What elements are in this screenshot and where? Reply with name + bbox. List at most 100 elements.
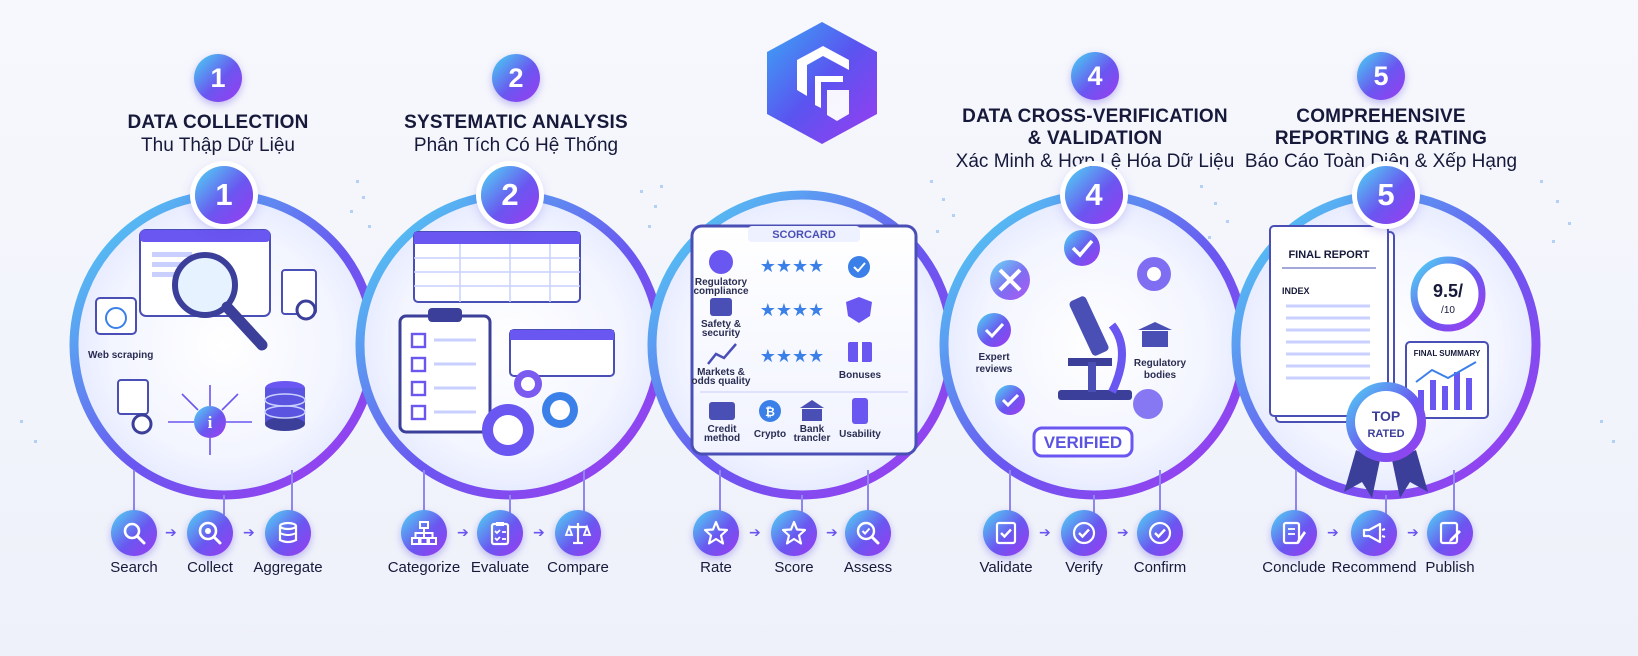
info-hub-icon	[194, 406, 226, 438]
ring-2-badge: 2	[481, 166, 539, 224]
step-5-title-line1: COMPREHENSIVE	[1296, 106, 1466, 127]
svg-text:Usability: Usability	[839, 429, 881, 440]
badge-rated: RATED	[1367, 428, 1404, 440]
top-rated-badge: TOP RATED	[1344, 382, 1428, 498]
circle-check-icon	[1072, 521, 1096, 545]
validate-label: Validate	[979, 559, 1033, 576]
verified-stamp	[1032, 426, 1134, 458]
assess-action[interactable]	[845, 510, 891, 556]
step-5-illustration: FINAL REPORT INDEX 9.5/ /10 FINAL SUMMAR…	[1269, 225, 1489, 498]
lock-icon	[710, 298, 732, 316]
chart-up-icon	[707, 343, 737, 365]
step-4-header: 4 DATA CROSS-VERIFICATION & VALIDATION X…	[950, 52, 1240, 174]
step-1-illustration: i Web scraping	[88, 229, 317, 455]
search-icon	[123, 522, 146, 545]
conclude-action[interactable]	[1271, 510, 1317, 556]
search-action[interactable]	[111, 510, 157, 556]
database-icon	[264, 381, 306, 431]
aggregate-label: Aggregate	[253, 559, 323, 576]
final-report-title: FINAL REPORT	[1288, 249, 1369, 261]
step-1-number-badge: 1	[194, 54, 242, 102]
recommend-action[interactable]	[1351, 510, 1397, 556]
svg-text:Credit: Credit	[708, 424, 738, 435]
rating-stars-3: ★★★★	[760, 346, 825, 367]
conclude-label: Conclude	[1262, 559, 1326, 576]
step-4-title-line1: DATA CROSS-VERIFICATION	[962, 106, 1228, 127]
doc-publish-icon	[1439, 521, 1461, 545]
arrow-right-icon: ➔	[749, 524, 761, 540]
svg-text:odds quality: odds quality	[692, 376, 751, 387]
step-2-illustration	[398, 231, 615, 456]
scorecard-row-markets: Markets & odds quality ★★★★ Bonuses	[692, 342, 882, 387]
evaluate-action[interactable]	[477, 510, 523, 556]
categorize-label: Categorize	[387, 559, 461, 576]
ring-4-badge: 4	[1065, 166, 1123, 224]
microscope-icon	[1058, 296, 1132, 400]
rate-action[interactable]	[693, 510, 739, 556]
arrow-right-icon: ➔	[533, 524, 545, 540]
score-action[interactable]	[771, 510, 817, 556]
gear-icon	[482, 370, 578, 456]
ring-5-badge: 5	[1357, 166, 1415, 224]
ring-1-badge: 1	[195, 166, 253, 224]
doc-check-icon	[995, 521, 1017, 545]
web-scraping-label: Web scraping	[88, 350, 153, 361]
hierarchy-icon	[411, 521, 437, 545]
arrow-right-icon: ➔	[1117, 524, 1129, 540]
step-4-subtitle: Xác Minh & Hợp Lệ Hóa Dữ Liệu	[955, 151, 1235, 172]
rating-stars-1: ★★★★	[760, 256, 825, 277]
scorecard-card: SCORCARD Regulatory compliance ★★★★ Safe…	[690, 224, 918, 456]
bonuses-label: Bonuses	[839, 370, 882, 381]
confirm-label: Confirm	[1133, 559, 1187, 576]
validate-action[interactable]	[983, 510, 1029, 556]
step-2-number-badge: 2	[492, 54, 540, 102]
svg-text:trancler: trancler	[794, 433, 831, 444]
verify-label: Verify	[1065, 559, 1103, 576]
svg-text:compliance: compliance	[693, 286, 748, 297]
step-4-number-badge: 4	[1071, 52, 1119, 100]
award-icon	[709, 250, 733, 274]
verified-label: VERIFIED	[1044, 433, 1122, 452]
magnify-check-icon	[856, 521, 880, 545]
index-label: INDEX	[1282, 286, 1310, 296]
collect-action[interactable]	[187, 510, 233, 556]
svg-text:Regulatory: Regulatory	[695, 277, 748, 288]
check-small-icon	[995, 385, 1025, 415]
verify-action[interactable]	[1061, 510, 1107, 556]
compare-action[interactable]	[555, 510, 601, 556]
score-label: Score	[774, 559, 814, 576]
doc-pen-icon	[1282, 521, 1306, 545]
arrow-right-icon: ➔	[826, 524, 838, 540]
step-5-header: 5 COMPREHENSIVE REPORTING & RATING Báo C…	[1236, 52, 1526, 174]
categorize-action[interactable]	[401, 510, 447, 556]
arrow-right-icon: ➔	[457, 524, 469, 540]
confirm-action[interactable]	[1137, 510, 1183, 556]
expert-check-icon	[977, 313, 1011, 347]
step-5-title-line2: REPORTING & RATING	[1274, 128, 1488, 149]
svg-text:₿: ₿	[765, 405, 775, 419]
confirm-check-icon	[1148, 521, 1172, 545]
svg-text:Crypto: Crypto	[754, 429, 786, 440]
regulator-building-icon	[1138, 322, 1172, 330]
step-4-illustration: Expert reviews Regulatory bodies VERIFIE…	[976, 230, 1187, 458]
assess-label: Assess	[843, 559, 893, 576]
badge-top: TOP	[1372, 408, 1401, 424]
magnify-collect-icon	[198, 521, 222, 545]
mobile-icon	[852, 398, 868, 424]
arrow-right-icon: ➔	[243, 524, 255, 540]
svg-text:reviews: reviews	[976, 364, 1013, 375]
step-5-subtitle: Báo Cáo Toàn Diện & Xếp Hạng	[1244, 151, 1518, 172]
step-1-header: 1 DATA COLLECTION Thu Thập Dữ Liệu	[118, 54, 318, 158]
score-sub: /10	[1441, 305, 1455, 316]
svg-text:security: security	[702, 328, 741, 339]
publish-action[interactable]	[1427, 510, 1473, 556]
evaluate-label: Evaluate	[470, 559, 530, 576]
svg-text:Bank: Bank	[800, 424, 825, 435]
payment-methods: Credit method ₿ Crypto Bank trancler Usa…	[704, 398, 881, 444]
database-stack-icon	[278, 521, 298, 544]
aggregate-action[interactable]	[265, 510, 311, 556]
credit-card-icon	[709, 402, 735, 420]
star-score-icon	[781, 520, 807, 545]
